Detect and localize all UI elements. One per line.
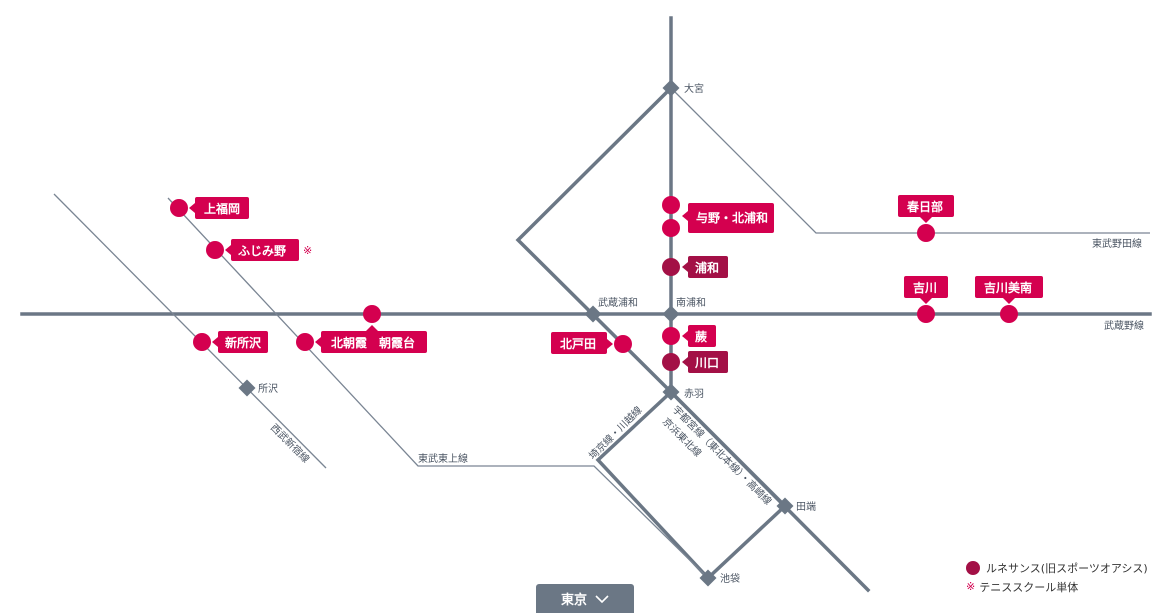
station-tabata: 田端	[796, 500, 816, 513]
club-dot-kasukabe[interactable]	[917, 224, 935, 242]
club-label-kitaasaka[interactable]: 北朝霞 朝霞台	[315, 325, 427, 353]
club-dot-asakadai[interactable]	[363, 305, 381, 323]
line-seibu-shinjuku: 西武新宿線	[268, 421, 313, 466]
club-label-kamifukuoka[interactable]: 上福岡	[189, 197, 249, 219]
svg-text:北朝霞 朝霞台: 北朝霞 朝霞台	[331, 335, 415, 350]
svg-text:吉川美南: 吉川美南	[984, 280, 1032, 295]
legend-row-renaissance: ルネサンス(旧スポーツオアシス)	[966, 558, 1148, 577]
club-dot-yoshikawa[interactable]	[917, 305, 935, 323]
station-marker-tabata	[776, 497, 794, 515]
club-dot-shintokorozawa[interactable]	[193, 333, 211, 351]
station-marker-akabane	[662, 383, 680, 401]
club-label-yono[interactable]: 与野・北浦和	[682, 203, 774, 233]
svg-text:北戸田: 北戸田	[560, 336, 596, 351]
station-marker-ikebukuro	[699, 569, 717, 587]
club-label-kitatoda[interactable]: 北戸田	[551, 332, 613, 354]
line-musashino: 武蔵野線	[1104, 319, 1144, 332]
station-minami-urawa: 南浦和	[676, 296, 706, 309]
club-dot-kitatoda[interactable]	[614, 335, 632, 353]
line-tobu-noda: 東武野田線	[1092, 237, 1142, 250]
club-dot-kitaurawa[interactable]	[662, 219, 680, 237]
tennis-mark: ※	[966, 580, 976, 593]
line-saikyo-kawagoe: 埼京線・川越線	[586, 403, 645, 462]
tobu-tojo-line	[167, 197, 709, 579]
tobu-noda-line	[670, 87, 1150, 234]
fujimino-tennis-note: ※	[303, 244, 312, 257]
club-label-yoshikawaminami[interactable]: 吉川美南	[975, 276, 1043, 304]
club-label-kasukabe[interactable]: 春日部	[898, 195, 954, 223]
club-label-urawa[interactable]: 浦和	[682, 256, 728, 278]
station-marker-musashi-urawa	[584, 305, 602, 323]
legend-renaissance-label: ルネサンス(旧スポーツオアシス)	[986, 561, 1148, 575]
club-dot-urawa[interactable]	[662, 258, 680, 276]
station-tokorozawa: 所沢	[258, 382, 278, 395]
svg-text:ふじみ野: ふじみ野	[238, 244, 286, 258]
line-tobu-tojo: 東武東上線	[418, 452, 468, 465]
club-dot-yono[interactable]	[662, 196, 680, 214]
station-musashi-urawa: 武蔵浦和	[598, 296, 638, 309]
svg-text:上福岡: 上福岡	[204, 201, 240, 216]
legend-row-tennis: ※ テニススクール単体	[966, 577, 1148, 596]
station-marker-minami-urawa	[662, 305, 680, 323]
club-dot-kitaasaka[interactable]	[296, 333, 314, 351]
club-label-warabi[interactable]: 蕨	[682, 325, 716, 347]
seibu-shinjuku-line	[53, 193, 327, 469]
legend-tennis-label: テニススクール単体	[979, 580, 1079, 594]
tokyo-button[interactable]: 東京	[536, 584, 634, 613]
svg-text:与野・北浦和: 与野・北浦和	[696, 210, 768, 225]
club-label-shintokorozawa[interactable]: 新所沢	[212, 331, 268, 353]
club-label-fujimino[interactable]: ふじみ野	[225, 239, 299, 261]
club-dot-kamifukuoka[interactable]	[170, 199, 188, 217]
svg-text:春日部: 春日部	[906, 199, 943, 214]
club-dot-warabi[interactable]	[662, 327, 680, 345]
svg-text:蕨: 蕨	[695, 329, 707, 344]
svg-text:川口: 川口	[694, 356, 719, 370]
station-ikebukuro: 池袋	[720, 572, 740, 585]
chevron-down-icon	[595, 594, 609, 603]
legend-dot-icon	[966, 560, 980, 575]
station-omiya: 大宮	[684, 82, 704, 95]
tokyo-button-label: 東京	[560, 593, 587, 608]
svg-text:浦和: 浦和	[695, 260, 719, 275]
club-label-kawaguchi[interactable]: 川口	[682, 351, 728, 373]
legend: ルネサンス(旧スポーツオアシス) ※ テニススクール単体	[966, 558, 1148, 596]
station-akabane: 赤羽	[684, 388, 704, 400]
line-utsunomiya: 宇都宮線（東北本線）・高崎線	[670, 403, 775, 508]
svg-text:新所沢: 新所沢	[225, 335, 262, 350]
station-marker-tokorozawa	[238, 379, 256, 397]
club-label-yoshikawa[interactable]: 吉川	[904, 276, 948, 304]
club-dot-kawaguchi[interactable]	[662, 353, 680, 371]
station-marker-omiya	[662, 79, 680, 97]
club-dot-yoshikawaminami[interactable]	[1000, 305, 1018, 323]
svg-text:吉川: 吉川	[913, 280, 937, 295]
club-dot-fujimino[interactable]	[206, 241, 224, 259]
